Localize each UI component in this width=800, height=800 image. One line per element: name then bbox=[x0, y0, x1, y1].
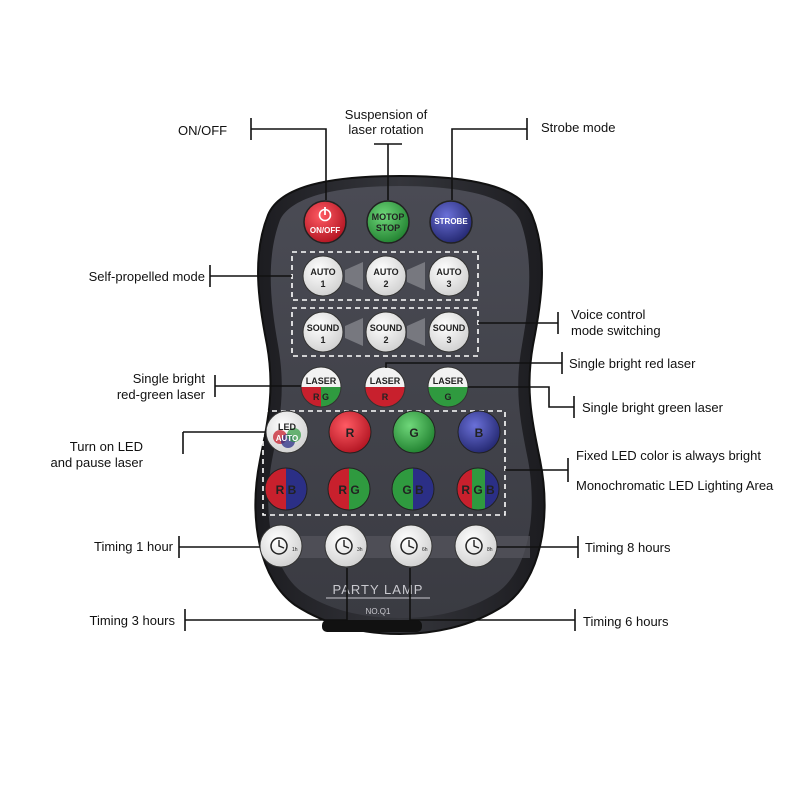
sound-3-label: SOUND bbox=[433, 323, 466, 333]
callout-single-green: Single bright green laser bbox=[582, 400, 724, 415]
sound-1-button[interactable]: SOUND 1 bbox=[302, 311, 344, 353]
callout-led-pause-1: Turn on LED bbox=[70, 439, 143, 454]
callout-timing-3: Timing 3 hours bbox=[90, 613, 176, 628]
callout-voice-1: Voice control bbox=[571, 307, 646, 322]
callout-mono-led: Monochromatic LED Lighting Area bbox=[576, 478, 774, 493]
led-green-label: G bbox=[409, 426, 418, 440]
callout-red-green-2: red-green laser bbox=[117, 387, 206, 402]
led-gb-label: G B bbox=[402, 483, 424, 497]
motor-stop-label-2: STOP bbox=[376, 223, 400, 233]
led-auto-label-1: LED bbox=[278, 422, 297, 432]
laser-red-green-button[interactable]: LASER R G bbox=[300, 366, 342, 408]
callout-onoff: ON/OFF bbox=[178, 123, 227, 138]
timer-1h-label: 1h bbox=[292, 547, 298, 553]
timer-6h-label: 6h bbox=[422, 547, 428, 553]
auto-2-label: AUTO bbox=[373, 267, 398, 277]
strobe-button[interactable]: STROBE bbox=[429, 200, 473, 244]
led-red-blue-button[interactable]: R B bbox=[264, 467, 308, 511]
laser-3-label: LASER bbox=[433, 376, 464, 386]
led-green-button[interactable]: G bbox=[392, 410, 436, 454]
callout-voice-2: mode switching bbox=[571, 323, 661, 338]
auto-1-number: 1 bbox=[320, 279, 325, 289]
callout-suspension-2: laser rotation bbox=[348, 122, 423, 137]
led-blue-button[interactable]: B bbox=[457, 410, 501, 454]
timer-3h-label: 3h bbox=[357, 547, 363, 553]
auto-3-number: 3 bbox=[446, 279, 451, 289]
callout-timing-6: Timing 6 hours bbox=[583, 614, 669, 629]
auto-3-button[interactable]: AUTO 3 bbox=[428, 255, 470, 297]
auto-2-number: 2 bbox=[383, 279, 388, 289]
brand-label: PARTY LAMP bbox=[333, 582, 424, 597]
callout-single-red: Single bright red laser bbox=[569, 356, 696, 371]
laser-3-sub: G bbox=[444, 392, 451, 402]
timer-1h-button[interactable]: 1h bbox=[259, 524, 303, 568]
callout-strobe: Strobe mode bbox=[541, 120, 615, 135]
timer-8h-label: 8h bbox=[487, 547, 493, 553]
laser-1-label: LASER bbox=[306, 376, 337, 386]
motor-stop-label-1: MOTOP bbox=[372, 212, 405, 222]
led-blue-label: B bbox=[475, 426, 484, 440]
led-green-blue-button[interactable]: G B bbox=[391, 467, 435, 511]
auto-2-button[interactable]: AUTO 2 bbox=[365, 255, 407, 297]
laser-2-sub: R bbox=[382, 392, 389, 402]
sound-group-frame bbox=[291, 307, 479, 357]
sound-3-number: 3 bbox=[446, 335, 451, 345]
onoff-button[interactable]: ON/OFF bbox=[303, 200, 347, 244]
led-rgb-label: R G B bbox=[461, 483, 495, 497]
led-red-green-button[interactable]: R G bbox=[327, 467, 371, 511]
onoff-button-label: ON/OFF bbox=[310, 226, 340, 235]
auto-3-label: AUTO bbox=[436, 267, 461, 277]
clock-icon bbox=[335, 537, 353, 555]
led-auto-button[interactable]: LED AUTO bbox=[265, 410, 309, 454]
callout-self-propelled: Self-propelled mode bbox=[89, 269, 205, 284]
timer-8h-button[interactable]: 8h bbox=[454, 524, 498, 568]
ir-window bbox=[322, 620, 422, 632]
laser-2-label: LASER bbox=[370, 376, 401, 386]
sound-2-label: SOUND bbox=[370, 323, 403, 333]
callout-led-pause-2: and pause laser bbox=[50, 455, 143, 470]
model-label: NO.Q1 bbox=[366, 607, 391, 616]
callout-red-green-1: Single bright bbox=[133, 371, 206, 386]
led-red-button[interactable]: R bbox=[328, 410, 372, 454]
auto-1-button[interactable]: AUTO 1 bbox=[302, 255, 344, 297]
sound-2-number: 2 bbox=[383, 335, 388, 345]
strobe-button-label: STROBE bbox=[434, 217, 468, 226]
led-rg-label: R G bbox=[338, 483, 359, 497]
clock-icon bbox=[465, 537, 483, 555]
led-area-frame bbox=[262, 410, 506, 516]
callout-fixed-led: Fixed LED color is always bright bbox=[576, 448, 761, 463]
callout-suspension-1: Suspension of bbox=[345, 107, 428, 122]
sound-1-number: 1 bbox=[320, 335, 325, 345]
callout-timing-8: Timing 8 hours bbox=[585, 540, 671, 555]
sound-3-button[interactable]: SOUND 3 bbox=[428, 311, 470, 353]
auto-1-label: AUTO bbox=[310, 267, 335, 277]
sound-1-label: SOUND bbox=[307, 323, 340, 333]
timer-3h-button[interactable]: 3h bbox=[324, 524, 368, 568]
callout-timing-1: Timing 1 hour bbox=[94, 539, 174, 554]
laser-red-button[interactable]: LASER R bbox=[364, 366, 406, 408]
motor-stop-button[interactable]: MOTOP STOP bbox=[366, 200, 410, 244]
led-rgb-button[interactable]: R G B bbox=[456, 467, 500, 511]
led-auto-label-2: AUTO bbox=[276, 434, 299, 443]
led-red-label: R bbox=[346, 426, 355, 440]
timer-6h-button[interactable]: 6h bbox=[389, 524, 433, 568]
led-rb-label: R B bbox=[276, 483, 297, 497]
clock-icon bbox=[400, 537, 418, 555]
sound-2-button[interactable]: SOUND 2 bbox=[365, 311, 407, 353]
remote-face-panel bbox=[268, 186, 532, 618]
laser-green-button[interactable]: LASER G bbox=[427, 366, 469, 408]
clock-icon bbox=[270, 537, 288, 555]
laser-1-sub: R G bbox=[313, 392, 329, 402]
